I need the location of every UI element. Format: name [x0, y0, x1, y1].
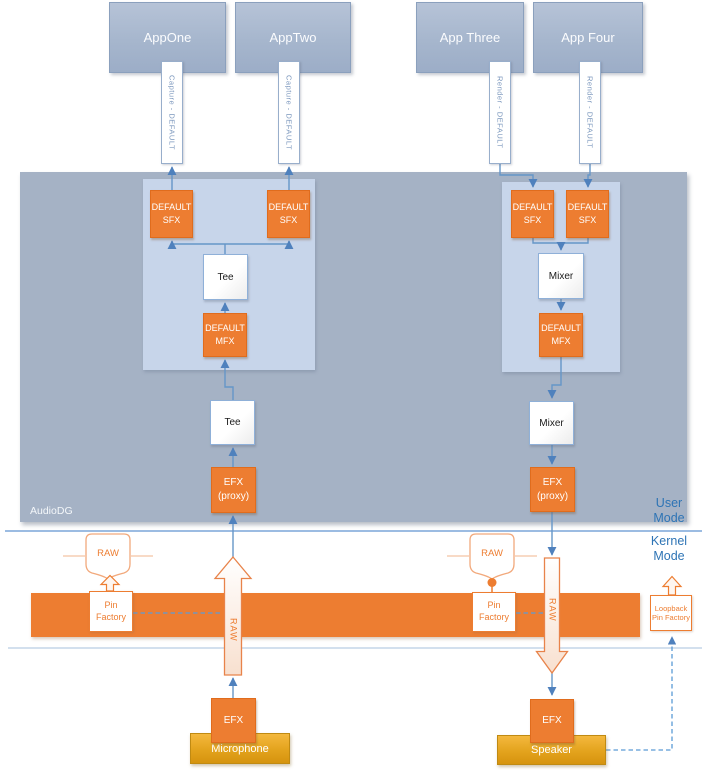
pin-factory-box-capture: Pin Factory	[89, 591, 133, 632]
node-label: EFX	[542, 715, 562, 726]
node-label: Tee	[224, 417, 241, 428]
stream-pipe-render-1: Render - DEFAULT	[489, 61, 511, 164]
tee-node-upper: Tee	[203, 254, 248, 300]
node-label: DEFAULT SFX	[151, 201, 192, 226]
user-mode-label: User Mode	[653, 496, 685, 525]
node-label: Pin Factory	[95, 599, 126, 622]
efx-node-microphone: EFX	[211, 698, 256, 743]
mixer-node-upper: Mixer	[538, 253, 584, 299]
raw-arrow-label-render: RAW	[547, 597, 558, 622]
node-label: DEFAULT MFX	[205, 322, 245, 347]
pin-dot-connector	[487, 578, 497, 592]
stream-pipe-label: Capture - DEFAULT	[284, 74, 294, 151]
app-label: AppOne	[143, 30, 192, 45]
mixer-node-lower: Mixer	[529, 401, 574, 445]
efx-proxy-node-capture: EFX (proxy)	[211, 467, 256, 513]
node-label: Mixer	[548, 270, 574, 282]
loopback-up-arrow	[661, 575, 683, 596]
tee-node-lower: Tee	[210, 400, 255, 445]
raw-arrow-label-capture: RAW	[228, 618, 239, 642]
node-label: Mixer	[539, 417, 564, 429]
app-label: AppTwo	[269, 30, 317, 45]
pinfactory-up-arrow	[99, 574, 121, 592]
node-label: Pin Factory	[478, 600, 509, 622]
node-label: Loopback Pin Factory	[652, 603, 690, 622]
speaker-loopback-dashed	[606, 636, 677, 751]
node-label: DEFAULT MFX	[541, 322, 581, 347]
node-label: EFX	[223, 714, 244, 726]
node-label: DEFAULT SFX	[268, 201, 309, 226]
stream-pipe-render-2: Render - DEFAULT	[579, 61, 601, 164]
efx-proxy-node-render: EFX (proxy)	[530, 467, 575, 512]
default-sfx-node-capture-1: DEFAULT SFX	[150, 190, 193, 238]
kernel-mode-label: Kernel Mode	[650, 534, 688, 563]
node-label: Tee	[217, 271, 234, 283]
node-label: DEFAULT SFX	[512, 201, 553, 226]
device-label: Microphone	[211, 742, 269, 755]
stream-pipe-label: Render - DEFAULT	[495, 76, 505, 149]
audiodg-region-label: AudioDG	[30, 505, 73, 517]
default-mfx-node-capture: DEFAULT MFX	[203, 313, 247, 357]
default-sfx-node-render-2: DEFAULT SFX	[566, 190, 609, 238]
default-sfx-node-capture-2: DEFAULT SFX	[267, 190, 310, 238]
app-label: App Four	[561, 30, 615, 45]
loopback-pin-factory-box: Loopback Pin Factory	[650, 595, 692, 631]
stream-pipe-capture-1: Capture - DEFAULT	[161, 61, 183, 164]
pin-factory-box-render: Pin Factory	[472, 592, 516, 632]
stream-pipe-capture-2: Capture - DEFAULT	[278, 61, 300, 164]
stream-pipe-label: Render - DEFAULT	[585, 76, 595, 149]
stream-pipe-label: Capture - DEFAULT	[167, 74, 177, 151]
app-box-apptwo: AppTwo	[235, 2, 351, 73]
default-mfx-node-render: DEFAULT MFX	[539, 313, 583, 357]
node-label: EFX (proxy)	[536, 476, 569, 502]
efx-node-speaker: EFX	[530, 699, 574, 743]
raw-pin-label-render: RAW	[481, 548, 503, 559]
node-label: DEFAULT SFX	[567, 201, 608, 226]
device-label: Speaker	[531, 744, 572, 756]
app-label: App Three	[439, 30, 501, 45]
default-sfx-node-render-1: DEFAULT SFX	[511, 190, 554, 238]
raw-pin-label-capture: RAW	[97, 548, 119, 559]
node-label: EFX (proxy)	[217, 477, 250, 502]
